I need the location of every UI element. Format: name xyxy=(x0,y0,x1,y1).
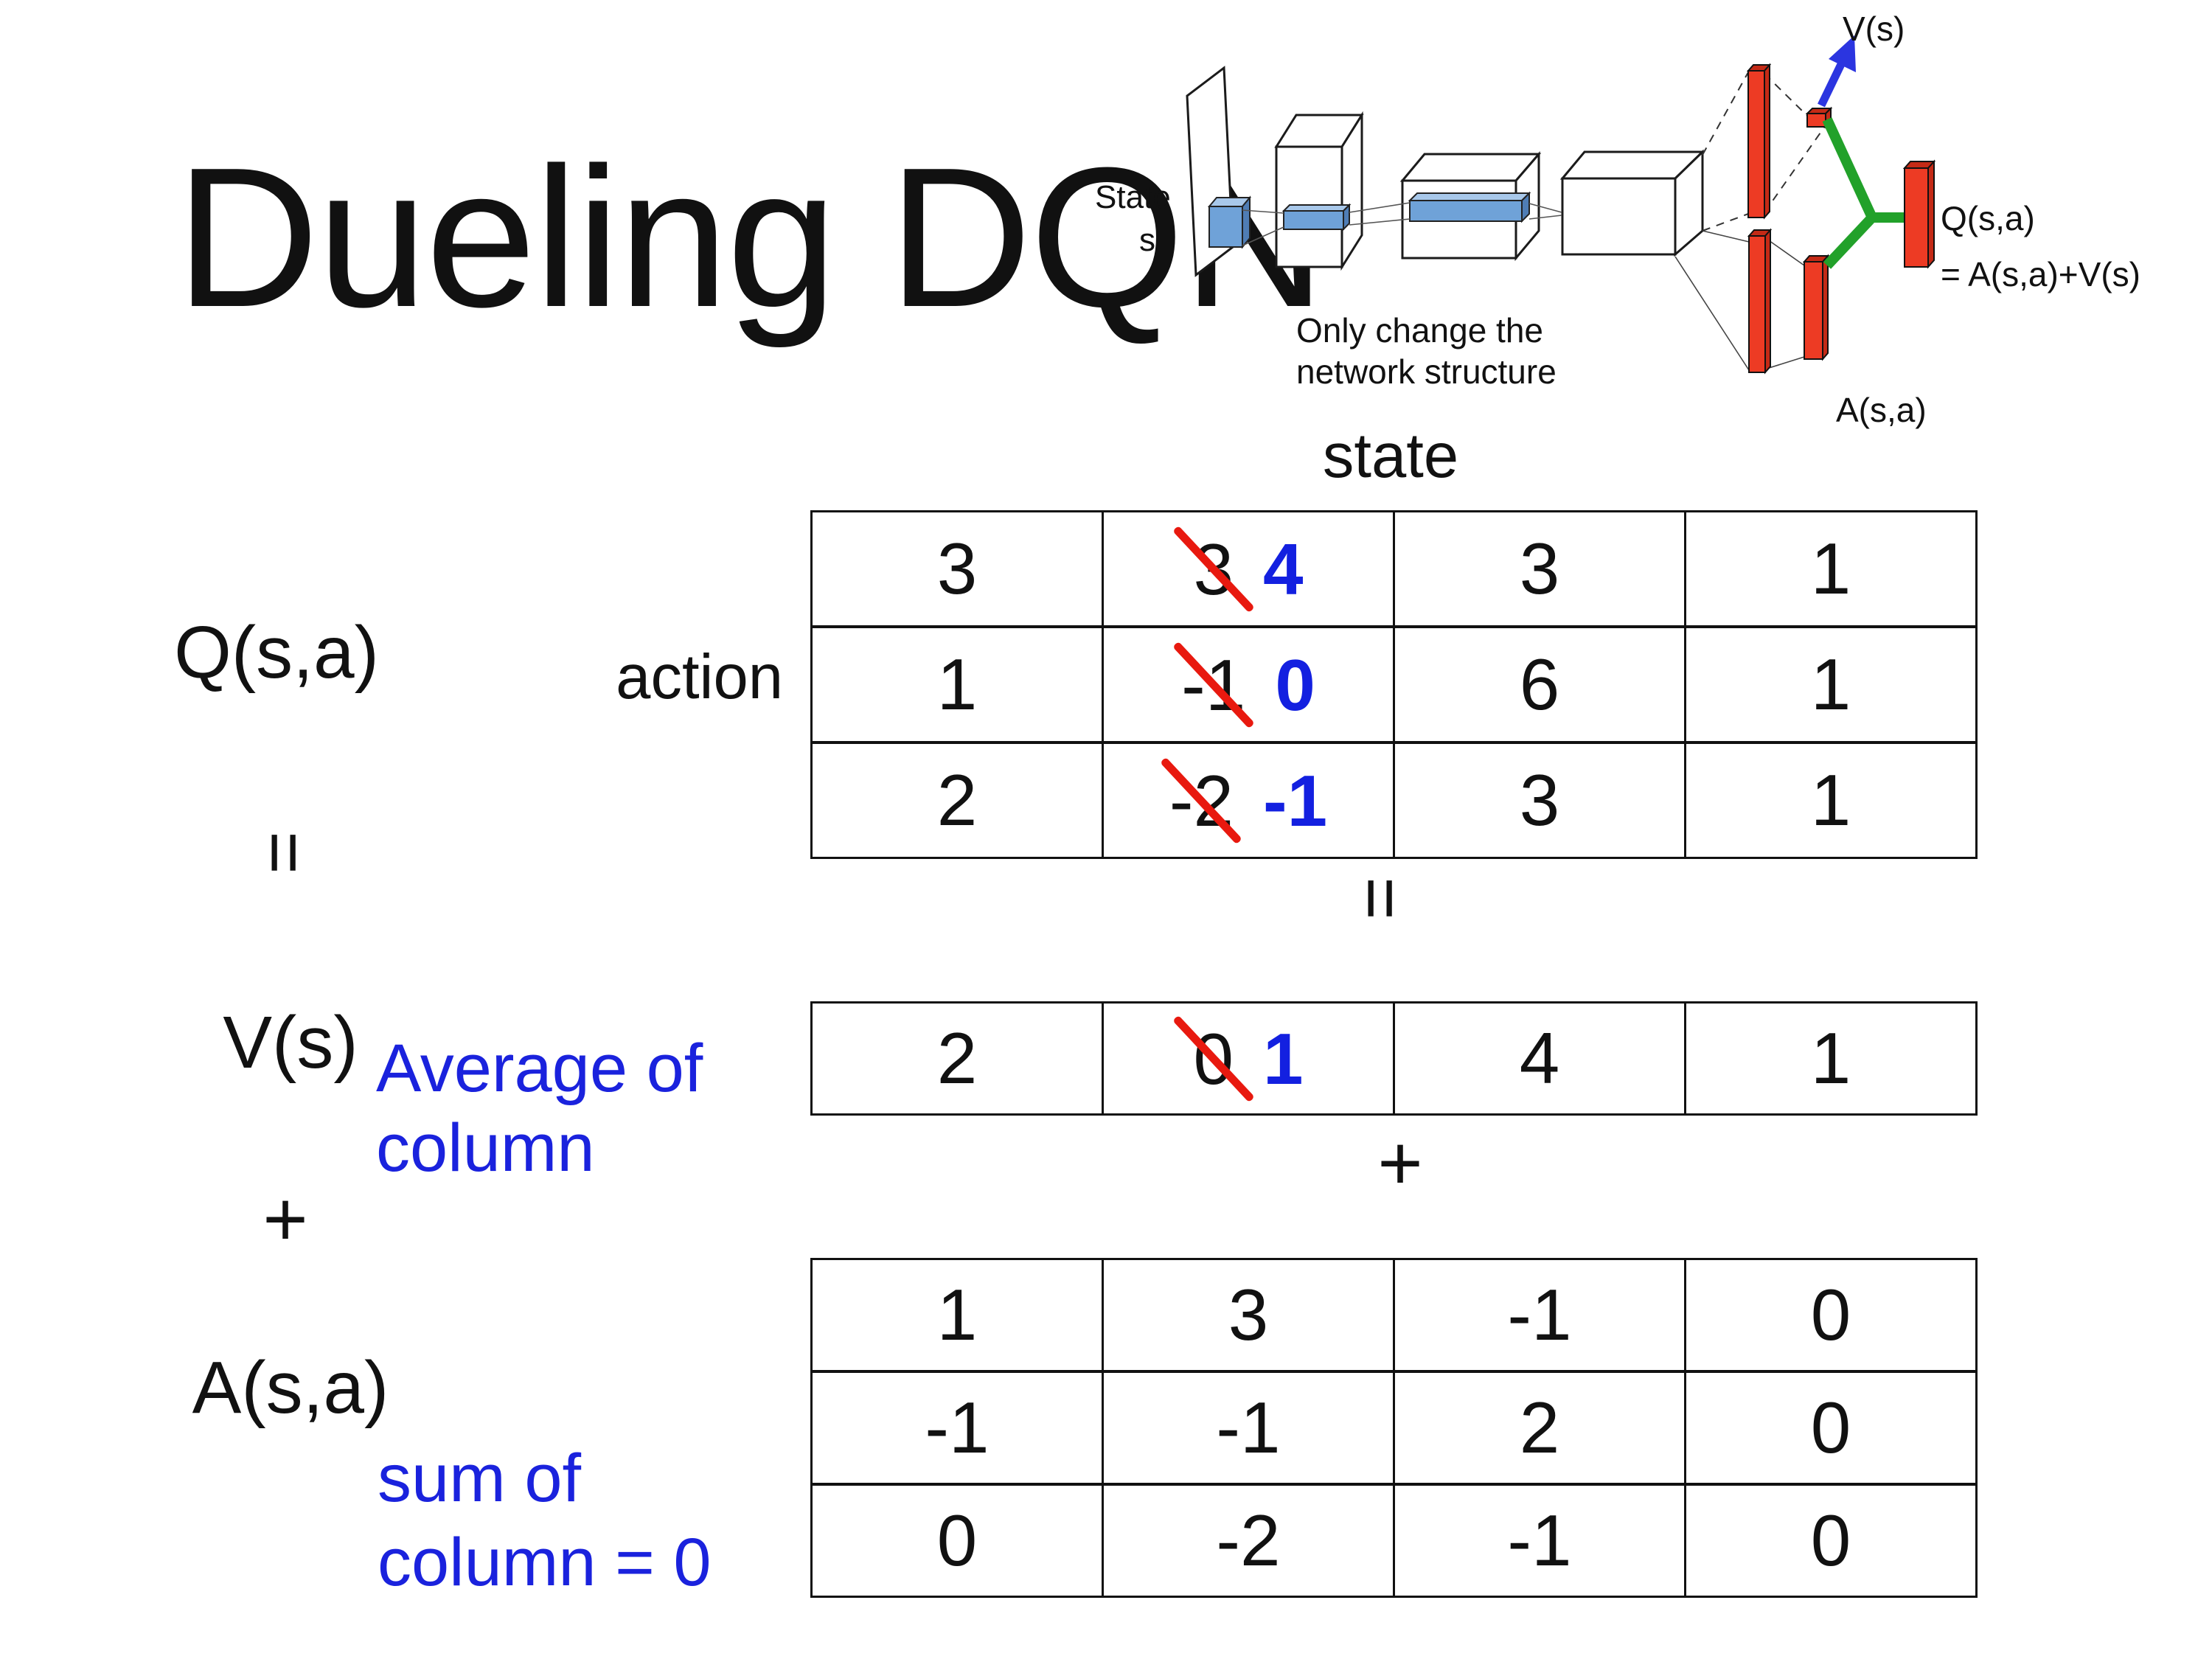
matrix-cell: -1 xyxy=(1393,1486,1684,1596)
plus-glyph: + xyxy=(1377,1120,1423,1206)
average-note-line1: Average of xyxy=(376,1031,703,1106)
action-header: action xyxy=(616,642,783,712)
plus-sign-center: + xyxy=(1341,1105,1459,1222)
input-feature-block xyxy=(1207,195,1252,249)
sum-of-column-note: sum of column = 0 xyxy=(378,1436,712,1604)
matrix-cell: 3 xyxy=(936,528,978,609)
matrix-cell: 1 xyxy=(1684,744,1975,857)
diagram-q-output-label: Q(s,a) xyxy=(1941,199,2035,237)
diagram-a-output-label: A(s,a) xyxy=(1836,391,1927,429)
matrix-row: 20141 xyxy=(813,1004,1975,1113)
average-of-column-note: Average of column xyxy=(376,1029,703,1188)
matrix-cell: 34 xyxy=(1102,512,1393,625)
corrected-value: 0 xyxy=(1275,644,1315,726)
matrix-cell: 3 xyxy=(1102,1260,1393,1370)
struck-value: -2 xyxy=(1160,757,1243,844)
value-arrow xyxy=(1818,35,1856,108)
matrix-cell: -10 xyxy=(1102,628,1393,741)
struck-value: -1 xyxy=(1172,641,1255,728)
equals-sign-left: = xyxy=(225,793,343,911)
matrix-cell: 01 xyxy=(1102,1004,1393,1113)
corrected-value: 1 xyxy=(1263,1018,1304,1099)
value-dashed-lines xyxy=(1702,72,1826,232)
matrix-cell: 1 xyxy=(936,1274,978,1355)
struck-value: 0 xyxy=(1172,1015,1255,1102)
state-header: state xyxy=(1322,421,1459,491)
connection-lines xyxy=(1242,202,1562,246)
q-function-label: Q(s,a) xyxy=(174,611,379,694)
page-title: Dueling DQN xyxy=(175,127,1326,349)
matrix-cell: 0 xyxy=(936,1500,978,1581)
merge-links xyxy=(1822,117,1905,269)
matrix-row: 2-2-131 xyxy=(813,741,1975,857)
advantage-hidden-bar xyxy=(1747,228,1773,375)
matrix-cell: 6 xyxy=(1393,628,1684,741)
matrix-row: 33431 xyxy=(813,512,1975,625)
equals-glyph: = xyxy=(1339,876,1422,920)
diagram-state-s-label: s xyxy=(1139,222,1155,258)
plus-glyph: + xyxy=(262,1176,308,1262)
matrix-cell: -1 xyxy=(925,1387,990,1468)
matrix-cell: 1 xyxy=(936,644,978,725)
matrix-cell: 2 xyxy=(936,1018,978,1099)
network-diagram: State s V(s) Q(s,a) = A(s,a)+V(s) A(s,a)… xyxy=(1095,10,2140,429)
matrix-cell: -1 xyxy=(1393,1260,1684,1370)
value-hidden-bar xyxy=(1746,63,1772,220)
matrix-cell: -1 xyxy=(1102,1373,1393,1483)
conv1-feature-bar xyxy=(1281,203,1352,232)
matrix-cell: 1 xyxy=(1684,628,1975,741)
struck-value: 3 xyxy=(1172,525,1255,613)
v-values-table: 20141 xyxy=(810,1001,1978,1116)
matrix-cell: -2-1 xyxy=(1102,744,1393,857)
corrected-value: 4 xyxy=(1263,528,1304,610)
plus-sign-left: + xyxy=(226,1161,344,1279)
sum-note-line1: sum of xyxy=(378,1441,582,1516)
diagram-q-output-formula: = A(s,a)+V(s) xyxy=(1941,255,2140,293)
fc-box xyxy=(1559,149,1705,257)
a-function-label: A(s,a) xyxy=(192,1346,389,1429)
advantage-node xyxy=(1802,254,1830,361)
matrix-cell: 3 xyxy=(1393,512,1684,625)
matrix-cell: -2 xyxy=(1102,1486,1393,1596)
advantage-fan-lines xyxy=(1674,230,1805,371)
matrix-cell: 4 xyxy=(1393,1004,1684,1113)
matrix-cell: 0 xyxy=(1684,1260,1975,1370)
sum-note-line2: column = 0 xyxy=(378,1525,712,1600)
matrix-cell: 2 xyxy=(936,759,978,841)
conv2-feature-bar xyxy=(1408,191,1531,223)
matrix-cell: 1 xyxy=(1684,1004,1975,1113)
diagram-note-line1: Only change the xyxy=(1296,311,1543,349)
average-note-line2: column xyxy=(376,1110,595,1186)
diagram-v-output-label: V(s) xyxy=(1843,10,1905,48)
corrected-value: -1 xyxy=(1263,759,1328,841)
matrix-cell: 3 xyxy=(1393,744,1684,857)
matrix-cell: 1 xyxy=(1684,512,1975,625)
matrix-cell: 0 xyxy=(1684,1486,1975,1596)
matrix-cell: 2 xyxy=(1393,1373,1684,1483)
v-function-label: V(s) xyxy=(223,1001,358,1084)
matrix-cell: 0 xyxy=(1684,1373,1975,1483)
equals-glyph: = xyxy=(243,830,326,874)
diagram-note-line2: network structure xyxy=(1296,352,1557,391)
diagram-state-label: State xyxy=(1095,179,1171,215)
q-output-bar xyxy=(1902,159,1936,269)
conv1-box xyxy=(1274,111,1364,271)
